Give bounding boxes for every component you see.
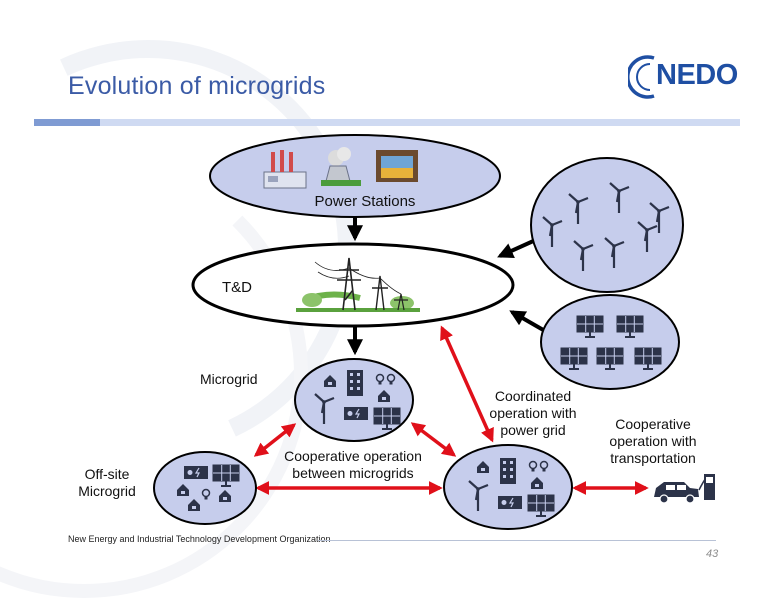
td-node: [191, 242, 515, 328]
coop-microgrids-label-line: Cooperative operation: [284, 448, 422, 464]
coordinated-operation-label-line: power grid: [500, 422, 566, 438]
coop-transportation-label-line: transportation: [610, 450, 696, 466]
right-microgrid-node: [443, 444, 573, 530]
nedo-logo-text: NEDO: [656, 59, 738, 91]
footer-divider: [318, 540, 716, 541]
dam-icon: [376, 150, 418, 182]
title-underline: [34, 119, 740, 126]
electric-vehicle-icon: [654, 477, 707, 504]
coop-transportation-label-line: Cooperative: [615, 416, 691, 432]
title-underline-accent: [34, 119, 100, 126]
arrow-td-right: [440, 325, 494, 443]
transmission-tower-icon: [296, 257, 420, 312]
nedo-logo-mark: [628, 55, 655, 99]
offsite-microgrid-label-line: Off-site: [84, 466, 130, 482]
arrow-microgrid-right: [410, 422, 457, 457]
solar-farm-node: [540, 294, 680, 390]
coop-transportation-label: Cooperative operation with transportatio…: [598, 416, 708, 467]
coordinated-operation-label-line: operation with: [489, 405, 577, 421]
microgrid-label: Microgrid: [200, 371, 258, 387]
offsite-microgrid-node: [153, 451, 257, 525]
offsite-microgrid-label-line: Microgrid: [78, 483, 136, 499]
coop-microgrids-label: Cooperative operation between microgrids: [268, 448, 438, 482]
factory-icon: [263, 150, 307, 189]
wind-farm-node: [530, 157, 684, 293]
page-number: 43: [706, 548, 719, 560]
footer-organization: New Energy and Industrial Technology Dev…: [68, 534, 331, 544]
charging-station-icon: [704, 474, 715, 500]
coordinated-operation-label: Coordinated operation with power grid: [478, 388, 588, 439]
arrow-microgrid-offsite: [253, 423, 297, 457]
coop-transportation-label-line: operation with: [609, 433, 697, 449]
coop-microgrids-label-line: between microgrids: [292, 465, 414, 481]
td-label: T&D: [222, 279, 252, 296]
power-stations-label: Power Stations: [315, 193, 416, 210]
cooling-tower-icon: [321, 147, 361, 186]
coordinated-operation-label-line: Coordinated: [494, 388, 572, 404]
offsite-microgrid-label: Off-site Microgrid: [62, 466, 152, 500]
slide-title: Evolution of microgrids: [68, 72, 326, 100]
